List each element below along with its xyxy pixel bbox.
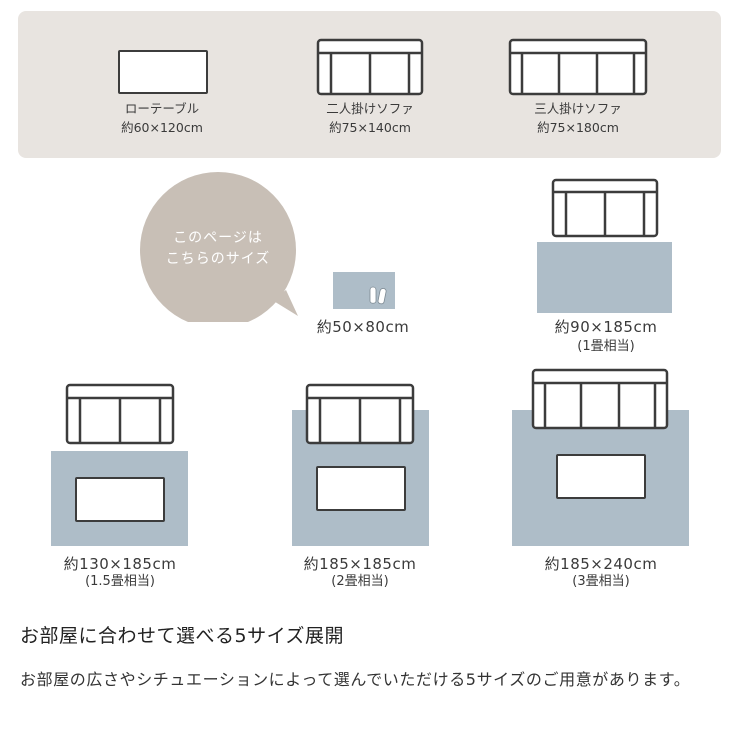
three-seat-sofa-name: 三人掛けソファ xyxy=(534,101,622,116)
low-table-icon xyxy=(556,454,646,499)
three-seat-sofa-icon xyxy=(508,38,648,96)
low-table-size: 約60×120cm xyxy=(121,120,203,135)
size-185x185-label: 約185×185cm xyxy=(303,555,417,573)
two-seat-sofa-icon xyxy=(305,383,415,445)
speech-bubble-icon xyxy=(140,172,298,322)
size-90x185-label: 約90×185cm xyxy=(554,318,658,336)
low-table-icon xyxy=(75,477,165,522)
three-seat-sofa-icon xyxy=(531,368,669,430)
two-seat-sofa-icon xyxy=(316,38,424,96)
two-seat-sofa-icon xyxy=(65,383,175,445)
size-130x185-tatami: (1.5畳相当) xyxy=(85,574,155,589)
callout-line-2: こちらのサイズ xyxy=(165,251,271,267)
size-185x240-label: 約185×240cm xyxy=(544,555,658,573)
callout-line-1: このページは xyxy=(173,230,263,246)
low-table-name: ローテーブル xyxy=(124,101,200,116)
rug-90x185 xyxy=(537,242,672,313)
two-seat-sofa-name: 二人掛けソファ xyxy=(326,101,414,116)
section-description: お部屋の広さやシチュエーションによって選んでいただける5サイズのご用意があります… xyxy=(20,670,691,689)
size-185x185-tatami: (2畳相当) xyxy=(331,574,389,589)
two-seat-sofa-icon xyxy=(551,178,659,238)
size-90x185-tatami: (1畳相当) xyxy=(577,339,635,354)
low-table-icon xyxy=(118,50,208,94)
size-130x185-label: 約130×185cm xyxy=(63,555,177,573)
section-heading: お部屋に合わせて選べる5サイズ展開 xyxy=(20,625,345,647)
size-185x240-tatami: (3畳相当) xyxy=(572,574,630,589)
size-50x80-label: 約50×80cm xyxy=(316,318,410,336)
low-table-icon xyxy=(316,466,406,511)
slippers-icon xyxy=(369,286,387,305)
two-seat-sofa-size: 約75×140cm xyxy=(329,120,411,135)
three-seat-sofa-size: 約75×180cm xyxy=(537,120,619,135)
